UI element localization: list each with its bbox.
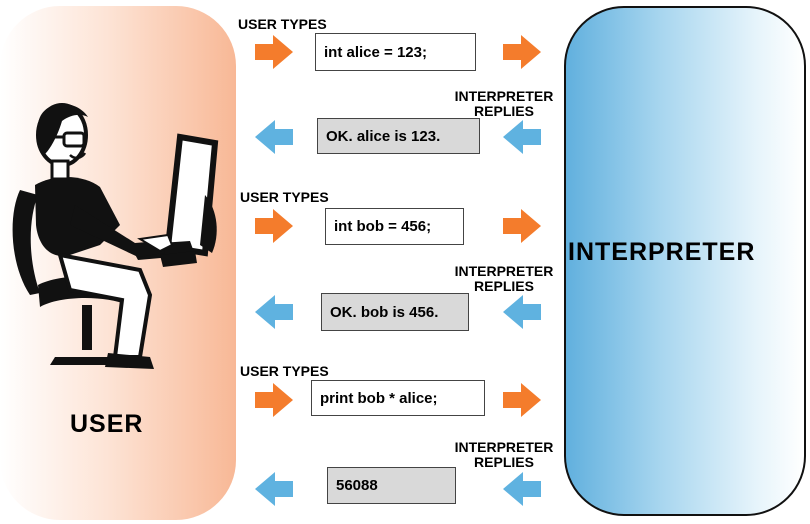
user-title: USER: [70, 410, 144, 438]
user-types-label: USER TYPES: [240, 189, 329, 205]
person-at-computer-icon: [12, 103, 219, 369]
user-types-label: USER TYPES: [238, 16, 327, 32]
interpreter-panel: [564, 6, 806, 516]
right-arrow-icon: [255, 35, 293, 69]
right-arrow-icon: [503, 209, 541, 243]
left-arrow-icon: [255, 472, 293, 506]
left-arrow-icon: [503, 472, 541, 506]
interpreter-replies-label: INTERPRETER REPLIES: [454, 439, 554, 470]
interpreter-replies-label: INTERPRETER REPLIES: [454, 263, 554, 294]
right-arrow-icon: [503, 383, 541, 417]
user-types-label: USER TYPES: [240, 363, 329, 379]
right-arrow-icon: [255, 209, 293, 243]
left-arrow-icon: [503, 295, 541, 329]
user-input-box: int bob = 456;: [325, 208, 464, 245]
interpreter-reply-box: 56088: [327, 467, 456, 504]
interpreter-replies-label: INTERPRETER REPLIES: [454, 88, 554, 119]
left-arrow-icon: [255, 120, 293, 154]
interpreter-title: INTERPRETER: [568, 238, 756, 266]
user-input-box: int alice = 123;: [315, 33, 476, 71]
user-input-box: print bob * alice;: [311, 380, 485, 416]
interpreter-reply-box: OK. alice is 123.: [317, 118, 480, 154]
right-arrow-icon: [503, 35, 541, 69]
left-arrow-icon: [503, 120, 541, 154]
left-arrow-icon: [255, 295, 293, 329]
interpreter-reply-box: OK. bob is 456.: [321, 293, 469, 331]
right-arrow-icon: [255, 383, 293, 417]
